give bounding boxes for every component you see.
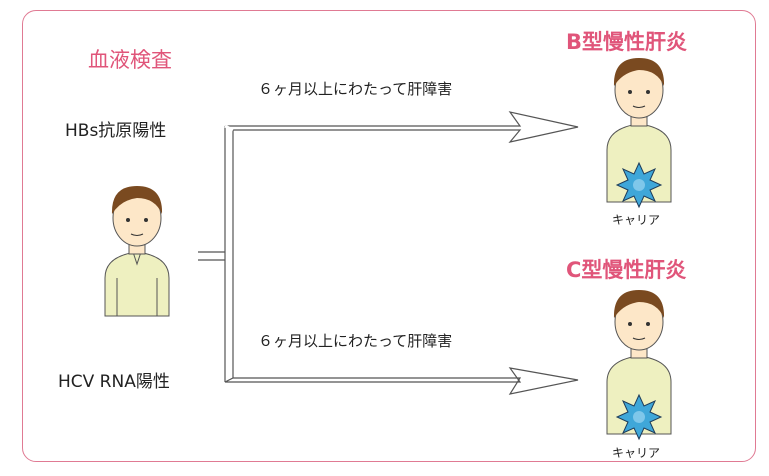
person-right-bottom xyxy=(606,290,672,441)
carrier-label-bottom: キャリア xyxy=(612,446,661,460)
hbs-antigen-positive-label: HBs抗原陽性 xyxy=(65,121,167,141)
bottom-arrow-caption: ６ヶ月以上にわたって肝障害 xyxy=(258,332,453,350)
blood-test-title: 血液検査 xyxy=(88,48,172,72)
carrier-label-top: キャリア xyxy=(612,213,661,227)
person-left xyxy=(104,186,170,317)
branch-connector xyxy=(198,126,234,382)
hepatitis-c-title: C型慢性肝炎 xyxy=(566,258,687,282)
bottom-arrow xyxy=(224,367,579,395)
hcv-rna-positive-label: HCV RNA陽性 xyxy=(58,372,170,392)
hepatitis-b-title: B型慢性肝炎 xyxy=(566,30,688,54)
top-arrow xyxy=(224,111,579,143)
top-arrow-caption: ６ヶ月以上にわたって肝障害 xyxy=(258,80,453,98)
person-right-top xyxy=(606,58,672,209)
